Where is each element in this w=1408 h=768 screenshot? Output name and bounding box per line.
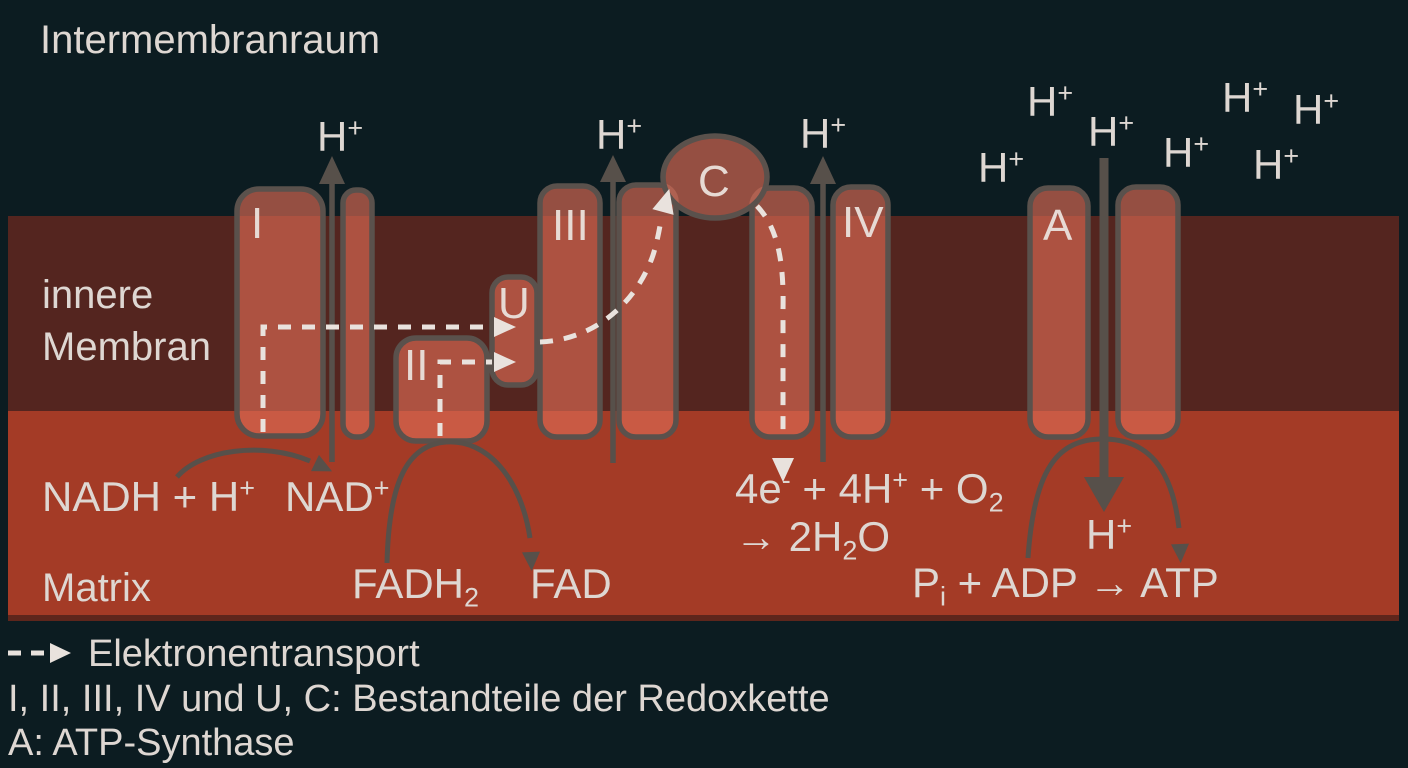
- electron-arrowhead-u-to-cytochrome-c: [652, 188, 674, 215]
- adp-to-atp-arrowhead: [1171, 543, 1189, 563]
- legend-line3: A: ATP-Synthase: [8, 722, 295, 764]
- complex-1-label: I: [251, 199, 263, 248]
- cytochrome-c-label: C: [698, 157, 730, 206]
- proton-labels: H+H+H+H+H+H+H+H+H+H+H+: [317, 74, 1339, 558]
- complex-1-body: [234, 186, 326, 439]
- oxygen-reaction-line1: 4e- + 4H+ + O2: [735, 465, 1004, 517]
- electron-path-complex2-to-u: [437, 359, 492, 436]
- nadh-label: NADH + H+: [42, 473, 255, 520]
- complex-3-channel: [616, 182, 679, 440]
- matrix-label: Matrix: [42, 566, 151, 610]
- fadh2-to-fad-arrowhead: [522, 551, 540, 571]
- atp-synthase-proton-arrowhead: [1084, 477, 1124, 512]
- electron-path-u-to-cytochrome-c: [539, 219, 664, 345]
- hplus-label: H+: [1027, 78, 1073, 125]
- complex-4-channel: [830, 184, 891, 440]
- legend-line2: I, II, III, IV und U, C: Bestandteile de…: [8, 678, 830, 720]
- complex-4-proton-arrowhead: [810, 156, 836, 184]
- atp-synthase-body: [1027, 185, 1091, 440]
- atp-reaction-label: Pi + ADP → ATP: [912, 559, 1219, 611]
- electron-arrowhead-cytochrome-c-to-oxygen: [772, 458, 794, 482]
- hplus-label: H+: [1088, 108, 1134, 155]
- adp-to-atp-arrow: [1025, 436, 1182, 559]
- legend-line1: Elektronentransport: [88, 633, 420, 675]
- hplus-label: H+: [1086, 511, 1132, 558]
- electron-transport-paths: [260, 188, 794, 482]
- protein-complexes: [234, 133, 1181, 444]
- atp-synthase-label: A: [1043, 201, 1073, 250]
- hplus-label: H+: [1253, 141, 1299, 188]
- matrix-band: [8, 411, 1399, 617]
- ubiquinone-label: U: [498, 279, 530, 328]
- complex-4-body: [749, 185, 815, 440]
- hplus-label: H+: [800, 110, 846, 157]
- atp-synthase-channel: [1115, 184, 1181, 440]
- proton-pump-arrows: [319, 155, 1124, 512]
- hplus-label: H+: [596, 111, 642, 158]
- matrix-band-edge: [8, 615, 1399, 621]
- complex-1-channel: [340, 187, 375, 440]
- nadh-to-nad-arrowhead: [311, 454, 333, 472]
- reaction-arrows: [175, 436, 1189, 571]
- complex-1-proton-arrowhead: [319, 156, 345, 184]
- oxygen-reaction-line2: → 2H2O: [735, 513, 890, 565]
- complex-2-label: II: [404, 341, 428, 390]
- fad-label: FAD: [530, 560, 612, 607]
- hplus-label: H+: [1163, 129, 1209, 176]
- complex-3-body: [537, 183, 603, 440]
- intermembrane-space-label: Intermembranraum: [40, 18, 380, 62]
- complex-3-proton-arrowhead: [600, 155, 626, 182]
- fadh2-to-fad-arrow: [384, 439, 533, 564]
- electron-arrowhead-complex2-to-u: [494, 352, 516, 372]
- inner-membrane-band: [8, 216, 1399, 411]
- nad-label: NAD+: [285, 473, 389, 520]
- electron-path-complex1-to-u: [260, 324, 492, 432]
- nadh-to-nad-arrow: [175, 447, 311, 479]
- legend-dashed-arrowhead-icon: [50, 643, 71, 663]
- hplus-label: H+: [317, 113, 363, 160]
- hplus-label: H+: [1293, 86, 1339, 133]
- legend: Elektronentransport I, II, III, IV und U…: [8, 633, 830, 764]
- electron-arrowhead-complex1-to-u: [494, 317, 516, 337]
- cytochrome-c-body: [660, 133, 770, 221]
- inner-membrane-label-line2: Membran: [42, 325, 211, 369]
- hplus-label: H+: [1222, 74, 1268, 121]
- complex-4-label: IV: [842, 198, 884, 247]
- inner-membrane-label-line1: innere: [42, 273, 153, 317]
- electron-path-cytochrome-c-to-oxygen: [755, 204, 786, 436]
- fadh2-label: FADH2: [352, 560, 479, 612]
- complex-3-label: III: [552, 201, 589, 250]
- hplus-label: H+: [978, 144, 1024, 191]
